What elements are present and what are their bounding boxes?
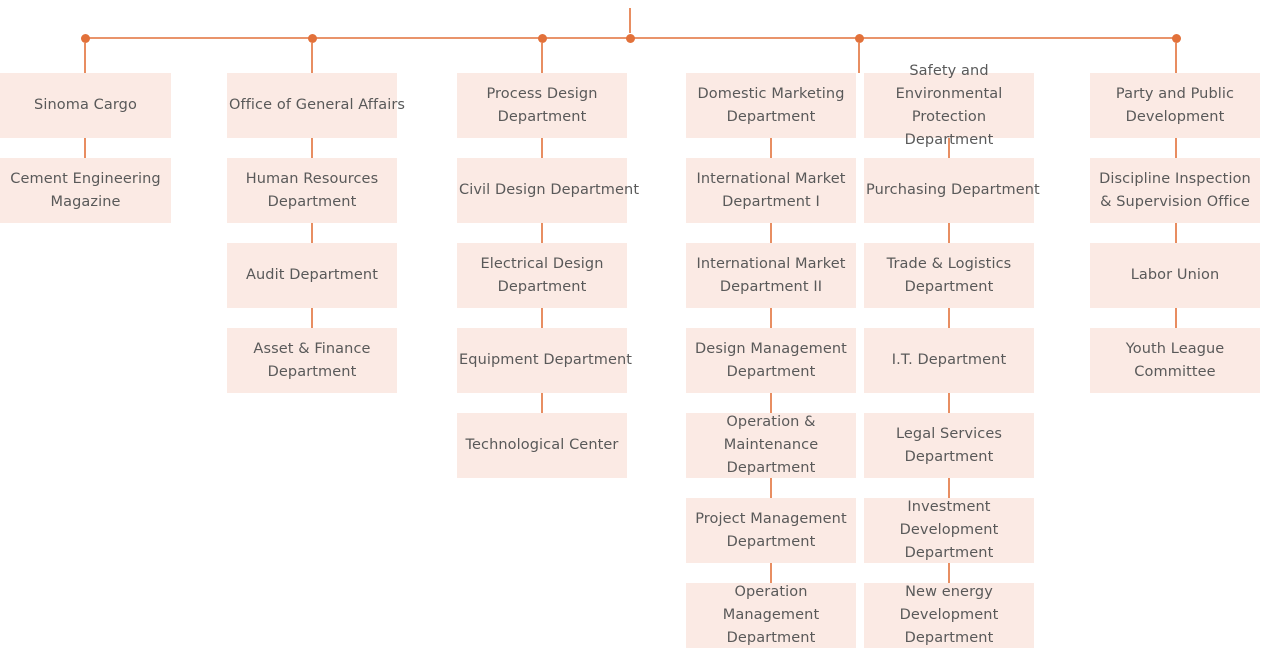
org-node[interactable]: Purchasing Department xyxy=(864,158,1040,223)
org-node-label: Labor Union xyxy=(1130,267,1220,283)
org-node[interactable]: Design Management Department xyxy=(686,328,856,393)
org-node[interactable]: International Market Department I xyxy=(686,158,856,223)
org-node[interactable]: Investment Development Department xyxy=(864,498,1034,563)
trunk-node-1-dot[interactable] xyxy=(80,33,90,43)
org-node[interactable]: Operation Management Department xyxy=(686,583,856,648)
org-node-label: Office of General Affairs xyxy=(229,97,406,113)
org-node[interactable]: Electrical Design Department xyxy=(457,243,627,308)
org-node-label: Discipline Inspection & Supervision Offi… xyxy=(1099,170,1251,210)
org-node[interactable]: Legal Services Department xyxy=(864,413,1034,478)
org-node-label: Legal Services Department xyxy=(895,425,1002,465)
org-node[interactable]: Human Resources Department xyxy=(227,158,397,223)
org-node[interactable]: Discipline Inspection & Supervision Offi… xyxy=(1090,158,1260,223)
org-node[interactable]: Office of General Affairs xyxy=(227,73,406,138)
org-node-label: Equipment Department xyxy=(459,352,633,368)
org-node-label: Safety and Environmental Protection Depa… xyxy=(895,62,1003,148)
org-node-label: Human Resources Department xyxy=(245,170,379,210)
org-node-label: Audit Department xyxy=(246,267,378,283)
org-node[interactable]: Cement Engineering Magazine xyxy=(0,158,171,223)
org-node-label: International Market Department I xyxy=(696,170,846,210)
org-node-label: Project Management Department xyxy=(695,510,847,550)
org-node-label: Sinoma Cargo xyxy=(34,97,137,113)
org-node[interactable]: Project Management Department xyxy=(686,498,856,563)
org-node-label: Youth League Committee xyxy=(1125,340,1225,380)
org-node[interactable]: Safety and Environmental Protection Depa… xyxy=(864,63,1034,148)
trunk-node-root-dot[interactable] xyxy=(625,33,635,43)
org-node[interactable]: New energy Development Department xyxy=(864,583,1034,648)
org-node[interactable]: Labor Union xyxy=(1090,243,1260,308)
org-node[interactable]: Technological Center xyxy=(457,413,627,478)
org-node[interactable]: Domestic Marketing Department xyxy=(686,73,856,138)
org-node[interactable]: Civil Design Department xyxy=(457,158,640,223)
org-node-label: Technological Center xyxy=(465,437,619,453)
org-node-label: Civil Design Department xyxy=(459,182,640,198)
org-node-label: Domestic Marketing Department xyxy=(697,85,845,125)
trunk-node-3-dot[interactable] xyxy=(537,33,547,43)
org-node-label: International Market Department II xyxy=(696,255,846,295)
org-node[interactable]: Operation & Maintenance Department xyxy=(686,413,856,478)
org-node[interactable]: Party and Public Development xyxy=(1090,73,1260,138)
org-node[interactable]: Asset & Finance Department xyxy=(227,328,397,393)
org-node-label: Investment Development Department xyxy=(899,499,999,561)
org-node-label: Party and Public Development xyxy=(1115,85,1235,125)
org-node-label: Asset & Finance Department xyxy=(253,340,371,380)
org-node-label: Electrical Design Department xyxy=(480,255,604,295)
trunk-node-5-dot[interactable] xyxy=(854,33,864,43)
org-node-label: Operation Management Department xyxy=(722,584,820,646)
org-node[interactable]: Trade & Logistics Department xyxy=(864,243,1034,308)
trunk-node-2-dot[interactable] xyxy=(307,33,317,43)
org-node[interactable]: Process Design Department xyxy=(457,73,627,138)
org-node[interactable]: Sinoma Cargo xyxy=(0,73,171,138)
org-node-label: Cement Engineering Magazine xyxy=(10,170,161,210)
org-node[interactable]: Youth League Committee xyxy=(1090,328,1260,393)
org-node-label: I.T. Department xyxy=(891,352,1007,368)
trunk-node-6-dot[interactable] xyxy=(1171,33,1181,43)
org-node-label: Design Management Department xyxy=(695,340,847,380)
org-node-label: Process Design Department xyxy=(486,85,598,125)
org-node-label: Operation & Maintenance Department xyxy=(723,414,819,476)
org-node[interactable]: Audit Department xyxy=(227,243,397,308)
org-node-label: Purchasing Department xyxy=(866,182,1040,198)
org-node-label: New energy Development Department xyxy=(899,584,999,646)
org-node[interactable]: Equipment Department xyxy=(457,328,633,393)
org-node[interactable]: International Market Department II xyxy=(686,243,856,308)
org-node[interactable]: I.T. Department xyxy=(864,328,1034,393)
org-node-label: Trade & Logistics Department xyxy=(886,255,1012,295)
